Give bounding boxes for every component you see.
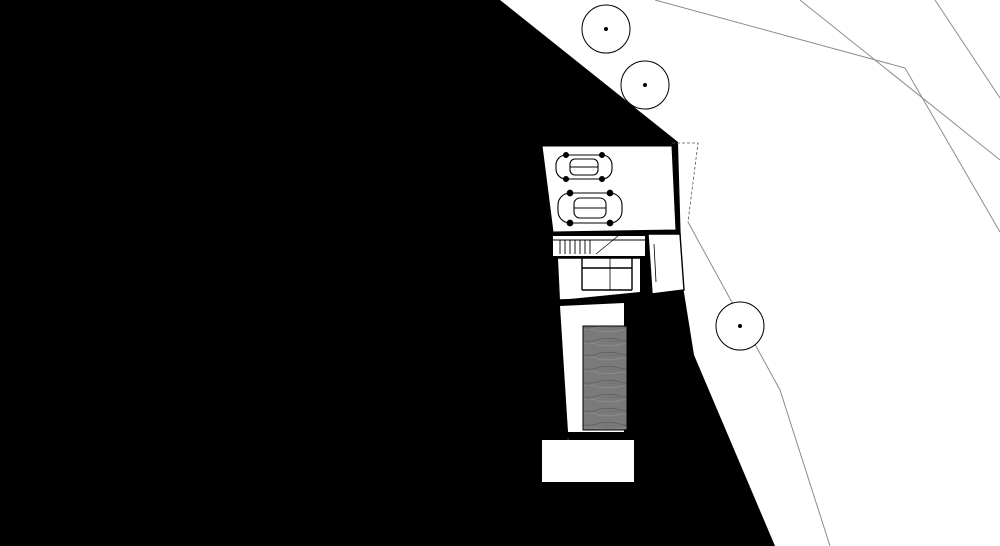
wood-deck <box>582 325 628 431</box>
site-lines <box>654 0 1000 546</box>
road-edge-line <box>687 221 831 546</box>
entry-detail <box>553 257 645 301</box>
tree-1 <box>581 4 631 54</box>
tree-3 <box>715 301 765 351</box>
car-2 <box>557 189 623 227</box>
contour-line-3 <box>934 0 1000 99</box>
stair-treads <box>553 235 645 255</box>
tree-2 <box>620 60 670 110</box>
contour-line-2 <box>799 0 1000 161</box>
storage-inner-line <box>653 243 657 283</box>
car-1 <box>555 151 613 183</box>
rooms <box>541 145 685 482</box>
room-storage <box>647 233 685 295</box>
contour-line-1 <box>654 0 1000 233</box>
room-stair <box>553 236 645 256</box>
room-terrace <box>542 440 634 482</box>
